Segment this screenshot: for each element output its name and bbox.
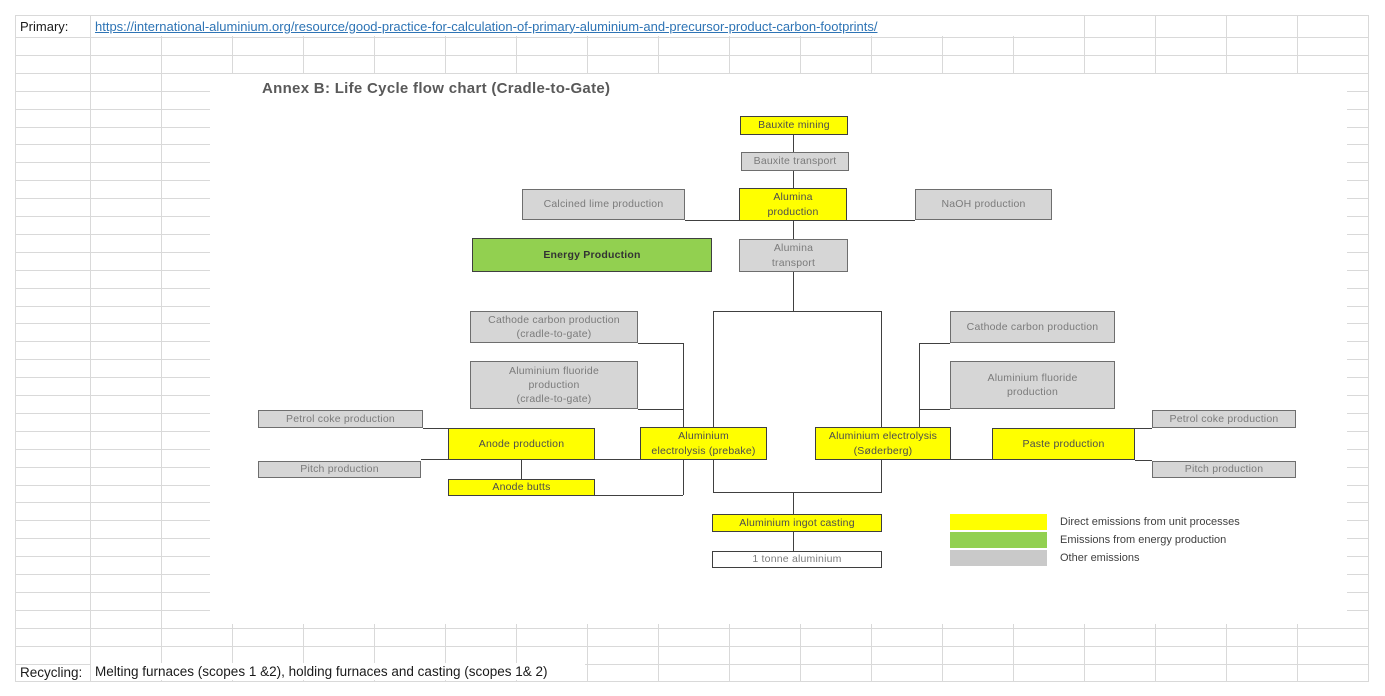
node-naoh-production: NaOH production (915, 189, 1052, 220)
node-petrol-coke-production-right: Petrol coke production (1152, 410, 1296, 428)
connector-line (685, 219, 739, 221)
primary-label-cell: Primary: (20, 19, 69, 34)
node-anode-production: Anode production (448, 428, 595, 460)
gridline (15, 681, 1369, 683)
node-one-tonne-aluminium: 1 tonne aluminium (712, 551, 882, 568)
connector-line (1135, 427, 1152, 429)
legend-swatch-gray (950, 550, 1047, 566)
gridline (161, 15, 162, 682)
connector-line (919, 342, 950, 344)
connector-line (595, 494, 683, 496)
node-petrol-coke-production-left: Petrol coke production (258, 410, 423, 428)
gridline (90, 15, 91, 682)
gridline (15, 72, 1369, 74)
node-cathode-carbon-production-left: Cathode carbon production (cradle-to-gat… (470, 311, 638, 343)
node-aluminium-electrolysis-soderberg: Aluminium electrolysis (Søderberg) (815, 427, 951, 460)
node-energy-production: Energy Production (472, 238, 712, 272)
legend-label: Emissions from energy production (1060, 534, 1227, 546)
recycling-label-cell: Recycling: (20, 665, 83, 680)
connector-line (919, 408, 950, 410)
connector-line (951, 458, 992, 460)
gridline (15, 627, 1369, 629)
node-aluminium-ingot-casting: Aluminium ingot casting (712, 514, 882, 532)
node-pitch-production-right: Pitch production (1152, 461, 1296, 478)
connector-line (682, 343, 684, 427)
connector-line (595, 458, 640, 460)
node-cathode-carbon-production-right: Cathode carbon production (950, 311, 1115, 343)
connector-line (792, 135, 794, 152)
node-paste-production: Paste production (992, 428, 1135, 460)
node-bauxite-mining: Bauxite mining (740, 116, 848, 135)
connector-line (638, 408, 683, 410)
node-alumina-production: Alumina production (739, 188, 847, 221)
connector-line (682, 460, 684, 495)
electrolysis-collector-rect (713, 311, 882, 493)
node-bauxite-transport: Bauxite transport (741, 152, 849, 171)
gridline (15, 37, 1369, 38)
connector-line (847, 219, 915, 221)
gridline (1368, 15, 1369, 682)
legend-label: Other emissions (1060, 552, 1140, 564)
node-calcined-lime-production: Calcined lime production (522, 189, 685, 220)
node-anode-butts: Anode butts (448, 479, 595, 496)
connector-line (792, 493, 794, 514)
node-alumina-transport: Alumina transport (739, 239, 848, 272)
legend-swatch-yellow (950, 514, 1047, 530)
node-pitch-production-left: Pitch production (258, 461, 421, 478)
recycling-text-cell: Melting furnaces (scopes 1 &2), holding … (91, 663, 585, 680)
gridline (15, 663, 1369, 665)
primary-url-cell: https://international-aluminium.org/reso… (91, 16, 1049, 36)
legend-swatch-green (950, 532, 1047, 548)
flowchart-title: Annex B: Life Cycle flow chart (Cradle-t… (262, 80, 611, 97)
connector-line (918, 343, 920, 427)
node-aluminium-electrolysis-prebake: Aluminium electrolysis (prebake) (640, 427, 767, 460)
connector-line (421, 458, 448, 460)
node-aluminium-fluoride-production-left: Aluminium fluoride production (cradle-to… (470, 361, 638, 409)
connector-line (792, 532, 794, 551)
gridline (15, 15, 1369, 16)
gridline (15, 15, 16, 682)
flowchart-image[interactable]: Annex B: Life Cycle flow chart (Cradle-t… (210, 74, 1347, 624)
gridline (15, 645, 1369, 647)
node-aluminium-fluoride-production-right: Aluminium fluoride production (950, 361, 1115, 409)
connector-line (792, 171, 794, 188)
legend-label: Direct emissions from unit processes (1060, 516, 1240, 528)
connector-line (638, 342, 683, 344)
connector-line (792, 221, 794, 239)
recycling-text: Melting furnaces (scopes 1 &2), holding … (95, 664, 548, 679)
connector-line (1135, 459, 1152, 461)
gridline (15, 54, 1369, 56)
connector-line (520, 460, 522, 479)
primary-url-link[interactable]: https://international-aluminium.org/reso… (95, 18, 878, 34)
connector-line (423, 427, 448, 429)
connector-line (792, 272, 794, 311)
